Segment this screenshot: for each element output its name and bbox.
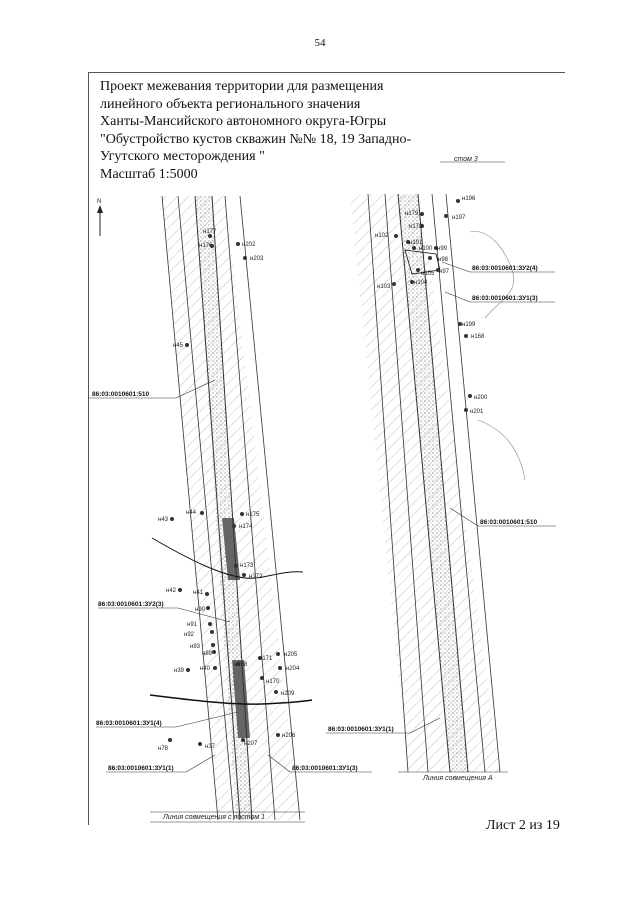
point-label: н203 <box>250 256 264 262</box>
right-point-labels: н196 н197 н179 н178 н102 н101 н99 н100 н… <box>375 196 488 415</box>
point-label: н205 <box>284 652 298 658</box>
parcel-label: 86:03:0010601:510 <box>92 391 149 398</box>
right-match-line: Линия совмещения А <box>398 771 508 782</box>
point-label: н178 <box>409 224 423 230</box>
left-corridor <box>149 195 313 821</box>
point-label: н176 <box>199 243 213 249</box>
point-label: н171 <box>259 656 273 662</box>
point-label: н179 <box>405 211 419 217</box>
point-label: н99 <box>437 246 448 252</box>
parcel-label: 86:03:0010601:ЗУ1(3) <box>292 765 358 772</box>
point-label: н39 <box>174 668 185 674</box>
scale-line: Масштаб 1:5000 <box>100 166 198 182</box>
right-point-markers <box>392 199 472 412</box>
point-label: н206 <box>282 733 296 739</box>
point-label: н209 <box>281 691 295 697</box>
point-label: н172 <box>249 574 263 580</box>
point-label: н105 <box>421 271 435 277</box>
point-label: н177 <box>203 229 217 235</box>
point-label: н204 <box>286 666 300 672</box>
title-line: Проект межевания территории для размещен… <box>100 79 384 94</box>
parcel-label: 86:03:0010601:ЗУ1(1) <box>328 726 394 733</box>
point-label: н199 <box>462 322 476 328</box>
point-label: н196 <box>462 196 476 202</box>
right-map-header: стом 3 <box>454 156 478 163</box>
parcel-label: 86:03:0010601:ЗУ2(4) <box>472 265 538 272</box>
point-label: н168 <box>471 334 485 340</box>
point-label: н41 <box>193 590 204 596</box>
title-line: линейного объекта регионального значения <box>100 96 361 112</box>
left-match-line: Линия совмещения с листом 1 <box>150 811 305 823</box>
point-label: н201 <box>470 409 484 415</box>
point-label: н175 <box>246 512 260 518</box>
point-label: н170 <box>266 679 280 685</box>
point-label: н102 <box>375 233 389 239</box>
sheet-number: Лист 2 из 19 <box>486 818 560 833</box>
right-parcel-labels: 86:03:0010601:ЗУ2(4) 86:03:0010601:ЗУ1(3… <box>326 261 556 734</box>
point-label: н45 <box>173 343 184 349</box>
left-point-markers <box>168 234 282 746</box>
point-label: н44 <box>186 510 197 516</box>
north-label: N <box>97 199 101 205</box>
point-label: н78 <box>158 746 169 752</box>
point-label: н98 <box>438 257 449 263</box>
left-point-labels: н177 н176 н202 н203 н45 н43 н44 н175 н17… <box>158 229 300 752</box>
point-label: н97 <box>439 269 450 275</box>
parcel-label: 86:03:0010601:ЗУ1(4) <box>96 720 162 727</box>
point-label: н42 <box>166 588 177 594</box>
parcel-label: 86:03:0010601:ЗУ1(1) <box>108 765 174 772</box>
point-label: н100 <box>419 246 433 252</box>
point-label: н43 <box>158 517 169 523</box>
parcel-label: 86:03:0010601:ЗУ2(3) <box>98 601 164 608</box>
point-label: н37 <box>205 744 216 750</box>
point-label: н104 <box>414 280 428 286</box>
point-label: н207 <box>244 741 258 747</box>
left-parcel-labels: 86:03:0010601:510 86:03:0010601:ЗУ2(3) 8… <box>88 379 372 773</box>
point-label: н197 <box>452 215 466 221</box>
parcel-label: 86:03:0010601:510 <box>480 519 537 526</box>
point-label: н93 <box>190 644 201 650</box>
parcel-label: 86:03:0010601:ЗУ1(3) <box>472 295 538 302</box>
point-label: н103 <box>377 284 391 290</box>
match-line-caption: Линия совмещения с листом 1 <box>162 814 265 821</box>
title-line: Угутского месторождения " <box>100 149 265 164</box>
title-block: Проект межевания территории для размещен… <box>100 78 440 183</box>
point-label: н208 <box>234 662 248 668</box>
point-label: н40 <box>200 666 211 672</box>
point-label: н90 <box>195 607 206 613</box>
match-line-caption: Линия совмещения А <box>422 775 493 782</box>
point-label: н174 <box>239 524 253 530</box>
title-line: Ханты-Мансийского автономного округа-Югр… <box>100 114 387 129</box>
right-match-header: стом 3 <box>440 156 505 163</box>
north-arrow-icon: N <box>97 199 103 236</box>
point-label: н89 <box>202 651 213 657</box>
drawing-sheet-frame <box>88 72 565 825</box>
point-label: н91 <box>187 622 198 628</box>
title-line: "Обустройство кустов скважин №№ 18, 19 З… <box>100 131 412 147</box>
point-label: н173 <box>240 563 254 569</box>
page-number: 54 <box>314 37 326 49</box>
point-label: н202 <box>242 242 256 248</box>
right-corridor <box>350 193 526 773</box>
point-label: н101 <box>409 240 423 246</box>
point-label: н200 <box>474 395 488 401</box>
point-label: н92 <box>184 632 195 638</box>
